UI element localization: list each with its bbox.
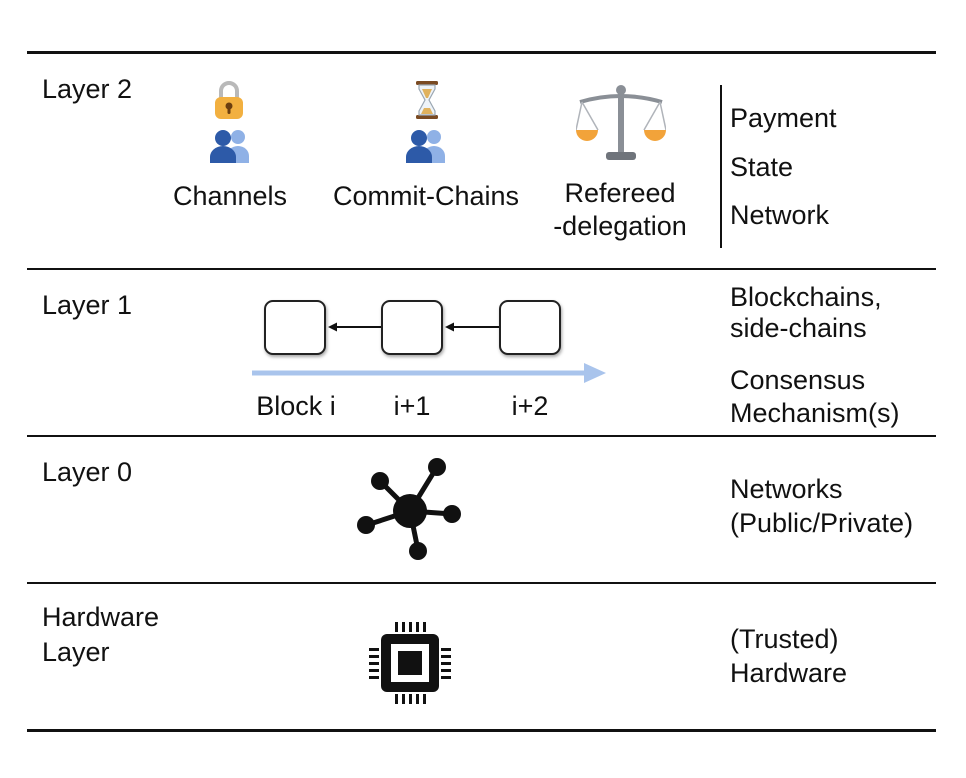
block-i2-label: i+2: [511, 391, 549, 421]
layer0-right-public-private: (Public/Private): [730, 508, 914, 538]
rule-layer1: [27, 268, 936, 270]
users-icon: [406, 130, 445, 163]
timeline-arrow: [252, 363, 606, 383]
layer1-right-consensus: Consensus: [730, 365, 866, 395]
block-i-plus-1: [381, 300, 443, 355]
layer2-right-payment: Payment: [730, 103, 837, 133]
layer1-right-blockchains: Blockchains,: [730, 282, 882, 312]
layer0-label: Layer 0: [42, 457, 133, 487]
layer1-label: Layer 1: [42, 290, 133, 320]
channels-label: Channels: [172, 181, 288, 211]
chain-link-arrow-2: [445, 322, 499, 332]
hardware-label-line2: Layer: [42, 637, 110, 667]
rule-hardware: [27, 582, 936, 584]
block-i-label: Block i: [256, 391, 336, 421]
refereed-label-line1: Refereed: [564, 178, 676, 208]
layer1-right-sidechains: side-chains: [730, 313, 867, 343]
hardware-right-hardware: Hardware: [730, 658, 848, 688]
chain-link-arrow-1: [328, 322, 381, 332]
hardware-label-line1: Hardware: [42, 602, 160, 632]
chip-icon: [369, 622, 451, 704]
hourglass-icon: [416, 81, 438, 119]
layer0-right-networks: Networks: [730, 474, 843, 504]
commit-chains-label: Commit-Chains: [332, 181, 520, 211]
lock-icon: [215, 81, 243, 119]
block-i1-label: i+1: [393, 391, 431, 421]
block-i: [264, 300, 326, 355]
layer2-right-network: Network: [730, 200, 830, 230]
layer2-right-state: State: [730, 152, 794, 182]
network-hub-icon: [357, 458, 461, 560]
layer1-right-mechanism: Mechanism(s): [730, 398, 900, 428]
bottom-rule: [27, 729, 936, 732]
hardware-right-trusted: (Trusted): [730, 624, 839, 654]
refereed-label-line2: -delegation: [553, 211, 687, 241]
layer2-label: Layer 2: [42, 74, 133, 104]
rule-layer0: [27, 435, 936, 437]
layer2-divider: [720, 85, 722, 248]
block-i-plus-2: [499, 300, 561, 355]
scales-icon: [576, 85, 666, 160]
top-rule: [27, 51, 936, 54]
users-icon: [210, 130, 249, 163]
